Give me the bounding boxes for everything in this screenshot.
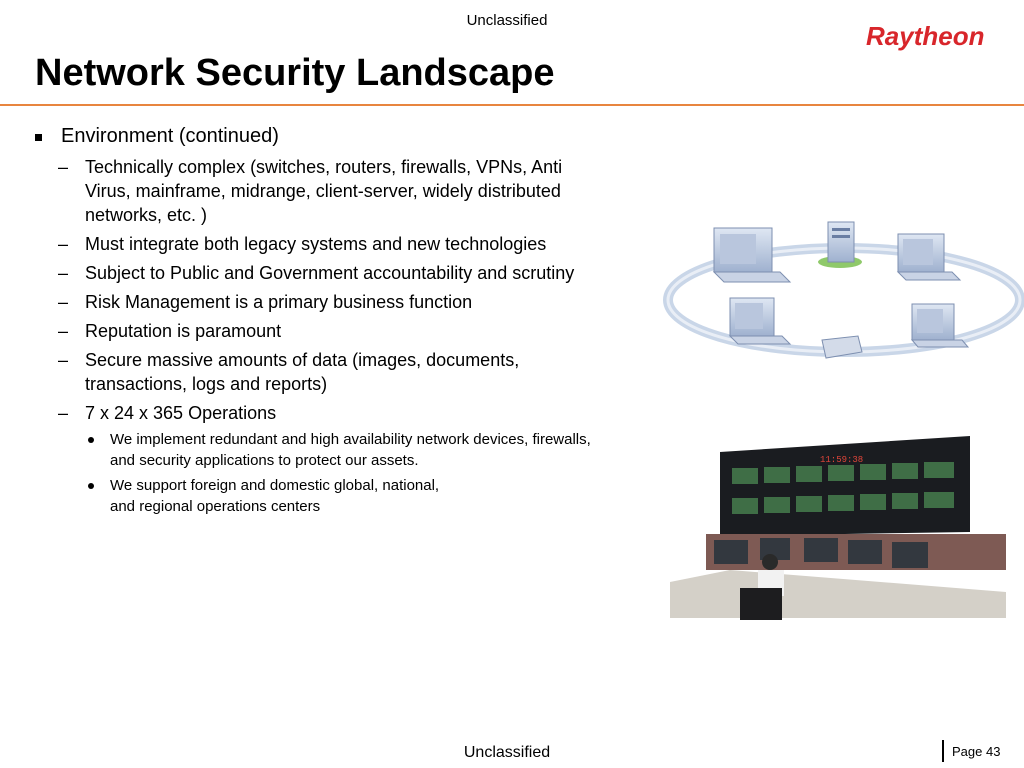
level2-bullet: – Must integrate both legacy systems and… <box>30 232 670 256</box>
level2-bullet: – Risk Management is a primary business … <box>30 290 670 314</box>
hub-icon <box>821 335 863 359</box>
network-diagram-image <box>663 221 1024 359</box>
bullet-line: transactions, logs and reports) <box>85 374 328 394</box>
svg-text:Raytheon: Raytheon <box>866 21 984 51</box>
dot-bullet-icon <box>88 483 94 489</box>
operations-center-image: 11:59:38 <box>670 436 1006 620</box>
level1-bullet: Environment (continued) <box>30 123 670 150</box>
level3-bullet: We implement redundant and high availabi… <box>30 429 670 471</box>
classification-footer: Unclassified <box>463 744 551 761</box>
level2-bullet: – Reputation is paramount <box>30 319 670 343</box>
server-icon <box>827 221 855 263</box>
raytheon-logo: Raytheon <box>866 21 984 51</box>
bullet-text: Environment (continued) <box>61 125 279 147</box>
workstation-icon <box>910 303 970 348</box>
wall-screens <box>732 462 954 514</box>
bullet-line: Secure massive amounts of data (images, … <box>85 350 520 370</box>
bullet-line: Risk Management is a primary business fu… <box>85 292 473 312</box>
dash-marker: – <box>58 234 69 254</box>
level2-bullet: – Subject to Public and Government accou… <box>30 261 670 285</box>
level2-bullet: – Technically complex (switches, routers… <box>30 155 670 227</box>
bullet-line: We implement redundant and high availabi… <box>110 431 591 448</box>
operator-figure <box>740 554 784 620</box>
level2-bullet: – Secure massive amounts of data (images… <box>30 348 670 396</box>
console-work-surface <box>670 570 1006 618</box>
bullet-line: We support foreign and domestic global, … <box>110 477 440 494</box>
bullet-line: Technically complex (switches, routers, … <box>85 157 563 177</box>
footer-divider <box>942 740 944 762</box>
workstation-icon <box>728 297 792 345</box>
square-bullet-icon <box>35 134 42 141</box>
bullet-line: Must integrate both legacy systems and n… <box>85 234 547 254</box>
dash-marker: – <box>58 403 69 423</box>
video-wall <box>720 436 970 536</box>
slide-body: Environment (continued) – Technically co… <box>30 123 670 517</box>
bullet-line: networks, etc. ) <box>85 205 208 225</box>
dash-marker: – <box>58 157 69 177</box>
bullet-line: Subject to Public and Government account… <box>85 263 575 283</box>
level2-bullet: – 7 x 24 x 365 Operations <box>30 401 670 425</box>
bullet-line: and regional operations centers <box>110 498 321 515</box>
bullet-line: and security applications to protect our… <box>110 452 419 469</box>
dash-marker: – <box>58 321 69 341</box>
dash-marker: – <box>58 263 69 283</box>
dot-bullet-icon <box>88 437 94 443</box>
workstation-icon <box>712 227 792 283</box>
level3-bullet: We support foreign and domestic global, … <box>30 475 670 517</box>
dash-marker: – <box>58 350 69 370</box>
dash-marker: – <box>58 292 69 312</box>
bullet-line: Virus, mainframe, midrange, client-serve… <box>85 181 561 201</box>
classification-header: Unclassified <box>466 12 548 29</box>
page-title: Network Security Landscape <box>35 52 555 94</box>
bullet-line: 7 x 24 x 365 Operations <box>85 403 277 423</box>
ops-clock: 11:59:38 <box>820 455 863 465</box>
title-underline <box>0 104 1024 106</box>
workstation-icon <box>896 233 962 281</box>
console-monitors <box>714 538 928 568</box>
page-number: Page 43 <box>952 744 1001 759</box>
bullet-line: Reputation is paramount <box>85 321 282 341</box>
